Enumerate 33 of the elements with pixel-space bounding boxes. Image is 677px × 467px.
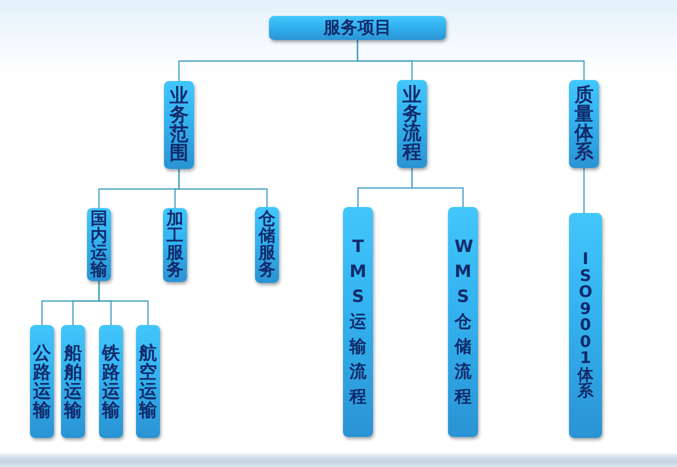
tree-node-box	[136, 325, 160, 438]
tree-node-box	[569, 80, 599, 168]
tree-node-box	[30, 325, 54, 438]
connector-line	[98, 281, 149, 325]
tree-node-box	[255, 207, 279, 283]
tree-node-box	[448, 207, 478, 437]
node-label: 仓储服务	[258, 211, 276, 279]
node-label: 船舶运输	[64, 344, 82, 420]
connector-line	[178, 169, 268, 207]
tree-node-box	[269, 16, 446, 40]
tree-node-box	[164, 81, 194, 169]
node-label: 服务项目	[324, 18, 392, 38]
node-label: WMS仓储流程	[454, 236, 472, 408]
tree-node-box	[343, 207, 373, 437]
node-label: 航空运输	[139, 344, 157, 420]
node-label: 铁路运输	[102, 344, 120, 420]
tree-node-box	[99, 325, 123, 438]
connector-line	[411, 168, 464, 207]
node-label: 公路运输	[33, 344, 51, 420]
node-label: 加工服务	[166, 211, 184, 279]
node-label: ISO9001体系	[578, 251, 594, 400]
node-label: 业务流程	[402, 86, 422, 162]
tree-node-box	[61, 325, 85, 438]
node-label: 国内运输	[90, 210, 108, 278]
node-label: TMS运输流程	[350, 236, 366, 408]
tree-node-box	[163, 208, 187, 282]
connector-line	[356, 40, 585, 80]
connector-line	[583, 168, 585, 213]
tree-node-box	[87, 208, 111, 281]
tree-node-box	[569, 213, 602, 438]
tree-node-box	[397, 80, 427, 168]
node-label: 业务范围	[170, 87, 188, 163]
node-label: 质量体系	[574, 86, 594, 162]
